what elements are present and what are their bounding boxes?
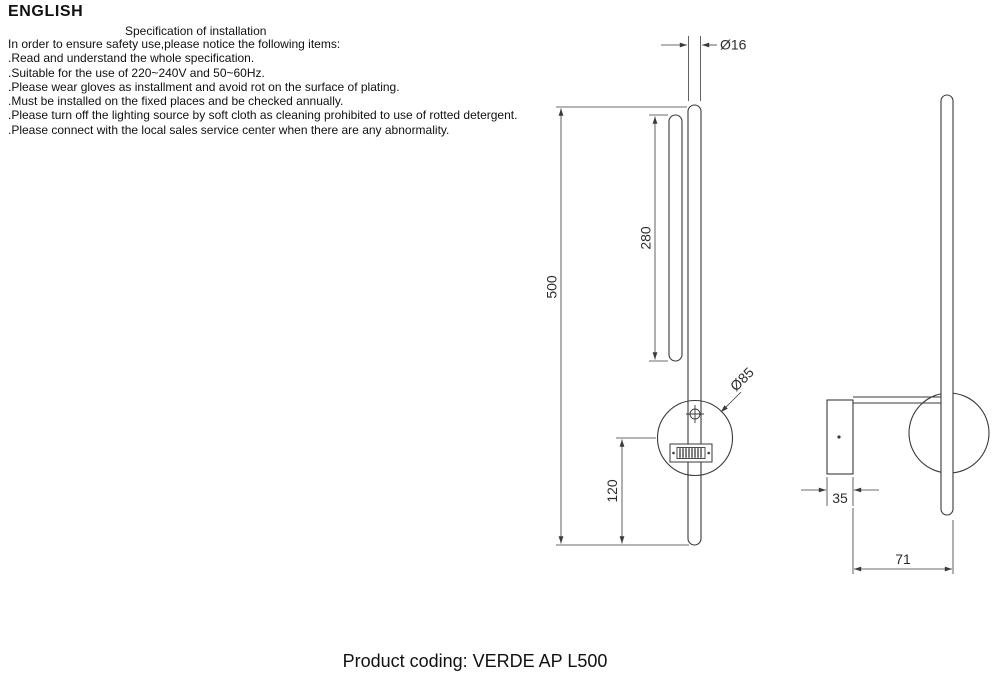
dim-total-length-label: 500	[544, 275, 560, 299]
dim-rod-diameter-label: Ø16	[720, 37, 747, 53]
dim-bottom-offset: 120	[604, 437, 656, 544]
led-window	[668, 114, 683, 362]
section-title: Specification of installation	[125, 24, 267, 38]
side-view	[826, 94, 990, 516]
spec-line: In order to ensure safety use,please not…	[8, 37, 341, 51]
spec-line: .Read and understand the whole specifica…	[8, 51, 255, 66]
spec-line: .Must be installed on the fixed places a…	[8, 94, 344, 109]
spec-line: .Please connect with the local sales ser…	[8, 122, 450, 137]
dim-canopy-diameter-label: Ø85	[727, 364, 757, 394]
dim-led-length-label: 280	[638, 226, 654, 250]
dim-total-depth: 71	[852, 508, 954, 574]
terminal-screw	[672, 451, 675, 455]
front-view-dimensions: Ø16 500 280 120	[544, 36, 757, 546]
dim-rod-diameter: Ø16	[661, 36, 747, 101]
leader-line	[720, 391, 742, 413]
mount-screw-crosshair	[686, 405, 704, 423]
side-view-dimensions: 35 71	[801, 477, 954, 574]
dim-bottom-offset-label: 120	[604, 479, 620, 503]
front-view	[656, 104, 734, 546]
dim-led-length: 280	[638, 114, 668, 362]
dim-canopy-depth-label: 35	[832, 490, 848, 506]
terminal-block	[669, 443, 713, 463]
dim-canopy-diameter: Ø85	[720, 364, 757, 413]
lamp-rod-front	[687, 104, 702, 546]
dim-total-depth-label: 71	[895, 551, 911, 567]
dim-total-length: 500	[544, 106, 689, 546]
language-heading: ENGLISH	[8, 3, 84, 20]
plate-screw	[837, 435, 841, 439]
spec-line: .Please turn off the lighting source by …	[8, 108, 518, 123]
product-coding: Product coding: VERDE AP L500	[342, 651, 608, 671]
canopy-circle	[656, 399, 734, 477]
terminal-screw	[707, 451, 710, 455]
lamp-rod-side	[940, 94, 954, 516]
dim-canopy-depth: 35	[801, 477, 879, 506]
spec-line: .Please wear gloves as installment and a…	[8, 79, 400, 94]
spec-line: .Suitable for the use of 220~240V and 50…	[8, 65, 265, 80]
terminal-hatch	[679, 448, 702, 458]
installation-instructions: In order to ensure safety use,please not…	[8, 37, 517, 137]
